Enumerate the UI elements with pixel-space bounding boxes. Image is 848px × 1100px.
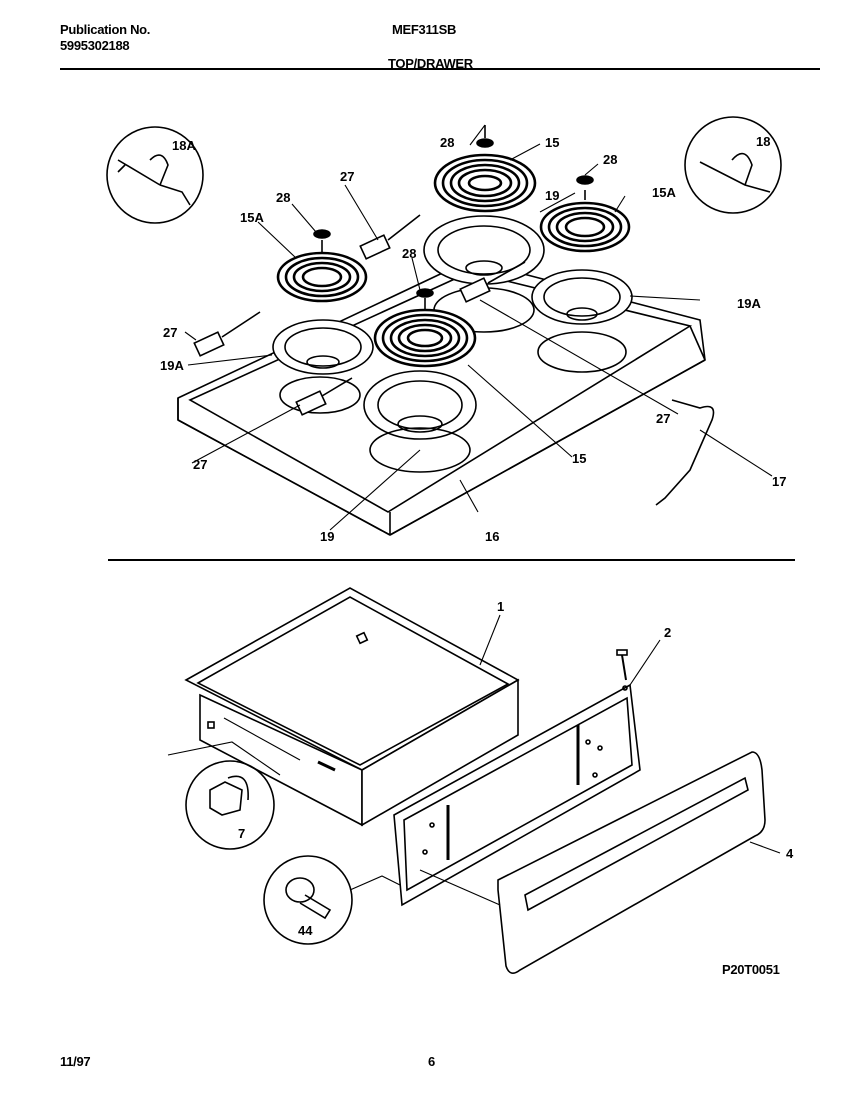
- callout-28: 28: [276, 190, 290, 205]
- callout-28: 28: [402, 246, 416, 261]
- callout-15a: 15A: [652, 185, 676, 200]
- callout-17: 17: [772, 474, 786, 489]
- trim-ring-28-left: [313, 229, 331, 239]
- publication-label: Publication No.: [60, 22, 151, 37]
- drawer-front-panel-2: [393, 649, 641, 907]
- callout-16: 16: [485, 529, 499, 544]
- wire-17: [655, 399, 715, 506]
- drip-bowl-19-front: [363, 370, 477, 473]
- callout-18a: 18A: [172, 138, 196, 153]
- callout-28: 28: [603, 152, 617, 167]
- detail-18: [684, 116, 782, 214]
- section-title: TOP/DRAWER: [388, 56, 473, 71]
- callout-15: 15: [572, 451, 586, 466]
- trim-ring-28-top: [476, 138, 494, 148]
- publication-number: 5995302188: [60, 38, 130, 53]
- drip-bowl-19a-right: [531, 269, 633, 373]
- detail-7: [185, 760, 275, 850]
- footer-date: 11/97: [60, 1054, 91, 1069]
- callout-1: 1: [497, 599, 504, 614]
- surface-element-15-front: [373, 308, 477, 368]
- trim-ring-28-mid: [416, 288, 434, 298]
- callout-18: 18: [756, 134, 770, 149]
- callout-27: 27: [163, 325, 177, 340]
- surface-element-15a-right: [539, 201, 631, 253]
- drip-bowl-19a-left: [272, 319, 374, 414]
- header-rule: [60, 68, 820, 70]
- surface-element-15-rear: [433, 153, 537, 213]
- detail-44: [263, 855, 353, 945]
- callout-2: 2: [664, 625, 671, 640]
- callout-19: 19: [545, 188, 559, 203]
- callout-15: 15: [545, 135, 559, 150]
- figure-code: P20T0051: [722, 962, 780, 977]
- page-number: 6: [428, 1054, 435, 1069]
- callout-4: 4: [786, 846, 794, 861]
- callout-19a: 19A: [737, 296, 761, 311]
- callout-44: 44: [298, 923, 313, 938]
- drawer-handle-4: [497, 751, 766, 974]
- model-number: MEF311SB: [392, 22, 457, 37]
- surface-element-15a-left: [276, 251, 368, 303]
- callout-7: 7: [238, 826, 245, 841]
- callout-19a: 19A: [160, 358, 184, 373]
- callout-27: 27: [193, 457, 207, 472]
- detail-18a: [106, 126, 204, 224]
- receptacle-27: [193, 214, 526, 416]
- callout-27: 27: [340, 169, 354, 184]
- callout-27: 27: [656, 411, 670, 426]
- trim-ring-28-right: [576, 175, 594, 185]
- callout-15a: 15A: [240, 210, 264, 225]
- callout-28: 28: [440, 135, 454, 150]
- callout-19: 19: [320, 529, 334, 544]
